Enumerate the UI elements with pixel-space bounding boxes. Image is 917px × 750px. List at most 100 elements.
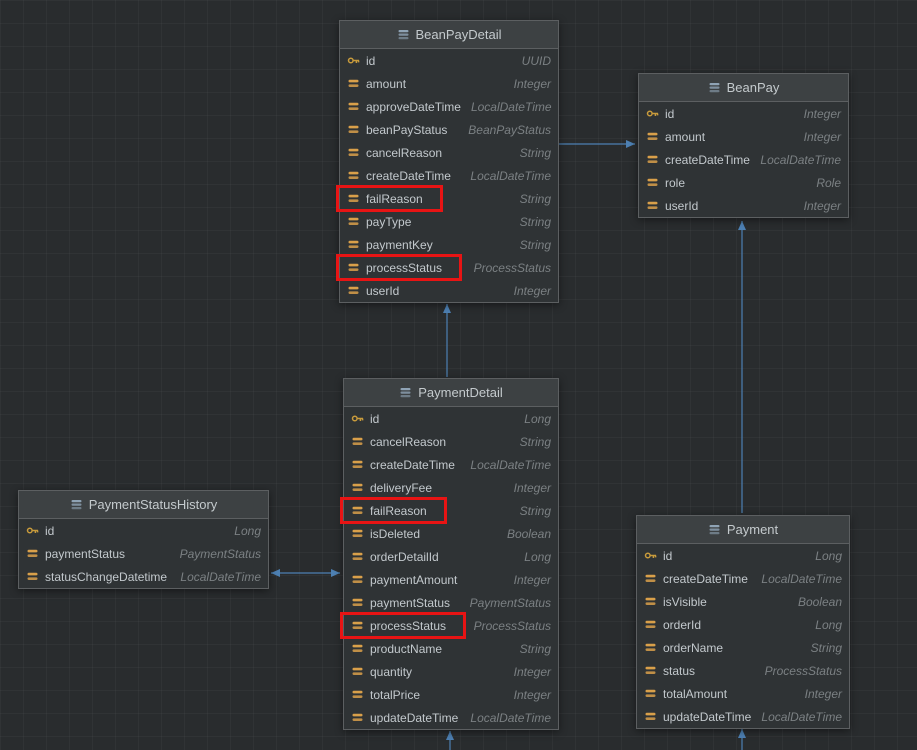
attribute-icon bbox=[644, 664, 657, 677]
attribute-icon bbox=[347, 123, 360, 136]
field-name: totalPrice bbox=[370, 687, 421, 702]
field-name: paymentStatus bbox=[45, 546, 126, 561]
field-name: cancelReason bbox=[366, 145, 443, 160]
entity-title: PaymentDetail bbox=[418, 385, 503, 400]
field-type: Long bbox=[815, 617, 842, 632]
field-name: totalAmount bbox=[663, 686, 728, 701]
attribute-icon bbox=[351, 550, 364, 563]
entity-header-paymentstatushistory[interactable]: PaymentStatusHistory bbox=[19, 491, 268, 519]
primary-key-icon bbox=[26, 524, 39, 537]
attribute-icon bbox=[646, 199, 659, 212]
entity-title: Payment bbox=[726, 522, 779, 537]
field-name: id bbox=[45, 523, 55, 538]
field-row-statuschangedatetime[interactable]: statusChangeDatetime LocalDateTime bbox=[19, 565, 268, 588]
field-type: Integer bbox=[513, 480, 551, 495]
field-type: LocalDateTime bbox=[180, 569, 261, 584]
field-type: Integer bbox=[513, 664, 551, 679]
attribute-icon bbox=[646, 176, 659, 189]
attribute-icon bbox=[351, 527, 364, 540]
attribute-icon bbox=[646, 130, 659, 143]
field-type: String bbox=[519, 237, 551, 252]
entity-header-paymentdetail[interactable]: PaymentDetail bbox=[344, 379, 558, 407]
attribute-icon bbox=[351, 665, 364, 678]
field-row-deliveryfee[interactable]: deliveryFee Integer bbox=[344, 476, 558, 499]
field-name: statusChangeDatetime bbox=[45, 569, 168, 584]
attribute-icon bbox=[351, 711, 364, 724]
primary-key-icon bbox=[644, 549, 657, 562]
field-type: Long bbox=[815, 548, 842, 563]
field-type: String bbox=[519, 434, 551, 449]
field-name: quantity bbox=[370, 664, 413, 679]
field-type: LocalDateTime bbox=[761, 709, 842, 724]
field-name: orderId bbox=[663, 617, 702, 632]
entity-header-payment[interactable]: Payment bbox=[637, 516, 849, 544]
field-row-quantity[interactable]: quantity Integer bbox=[344, 660, 558, 683]
entity-title: BeanPay bbox=[726, 80, 780, 95]
field-name: beanPayStatus bbox=[366, 122, 448, 137]
attribute-icon bbox=[347, 284, 360, 297]
field-type: Integer bbox=[513, 687, 551, 702]
entity-header-beanpaydetail[interactable]: BeanPayDetail bbox=[340, 21, 558, 49]
field-type: Long bbox=[524, 411, 551, 426]
field-name: deliveryFee bbox=[370, 480, 433, 495]
field-type: Role bbox=[816, 175, 841, 190]
field-row-orderid[interactable]: orderId Long bbox=[637, 613, 849, 636]
attribute-icon bbox=[644, 572, 657, 585]
field-type: LocalDateTime bbox=[470, 710, 551, 725]
attribute-icon bbox=[347, 215, 360, 228]
attribute-icon bbox=[644, 687, 657, 700]
field-name: id bbox=[366, 53, 376, 68]
field-name: amount bbox=[665, 129, 706, 144]
field-name: paymentAmount bbox=[370, 572, 458, 587]
field-type: ProcessStatus bbox=[764, 663, 842, 678]
field-name: id bbox=[665, 106, 675, 121]
field-row-totalprice[interactable]: totalPrice Integer bbox=[344, 683, 558, 706]
primary-key-icon bbox=[351, 412, 364, 425]
field-name: orderDetailId bbox=[370, 549, 439, 564]
attribute-icon bbox=[644, 641, 657, 654]
entity-header-beanpay[interactable]: BeanPay bbox=[639, 74, 848, 102]
